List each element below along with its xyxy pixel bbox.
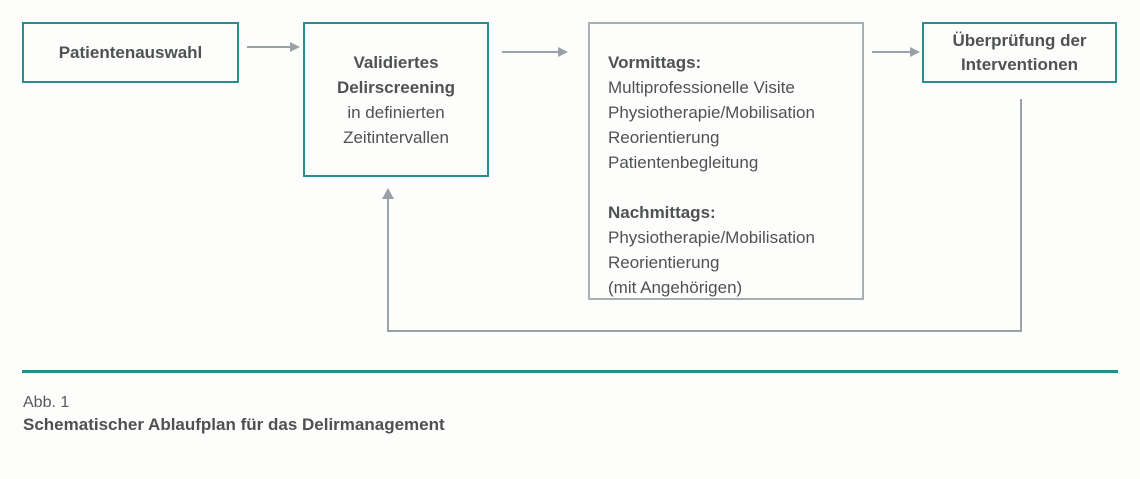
arrowhead-up-icon bbox=[382, 188, 394, 199]
list-item: (mit Angehörigen) bbox=[608, 278, 743, 297]
arrow-daily-to-review bbox=[872, 51, 911, 53]
arrowhead-right-icon bbox=[558, 47, 568, 57]
flowchart-box-daily-interventions: Vormittags: Multiprofessionelle Visite P… bbox=[588, 22, 864, 300]
feedback-arrow-segment-across bbox=[387, 330, 1022, 332]
feedback-arrow-segment-down bbox=[1020, 99, 1022, 332]
flowchart-box-delir-screening: Validiertes Delirscreening in definierte… bbox=[303, 22, 489, 177]
box-screening-line3: in definierten bbox=[347, 102, 445, 122]
feedback-arrow-segment-up bbox=[387, 198, 389, 332]
flowchart-box-patient-selection: Patientenauswahl bbox=[22, 22, 239, 83]
afternoon-list: Physiotherapie/Mobilisation Reorientieru… bbox=[608, 225, 815, 300]
list-item: Patientenbegleitung bbox=[608, 153, 759, 172]
arrow-screening-to-daily bbox=[502, 51, 559, 53]
box-patient-label: Patientenauswahl bbox=[58, 42, 203, 62]
list-item: Reorientierung bbox=[608, 253, 720, 272]
box-review-line1: Überprüfung der bbox=[952, 30, 1087, 50]
afternoon-group: Nachmittags: Physiotherapie/Mobilisation… bbox=[608, 200, 815, 300]
list-item: Physiotherapie/Mobilisation bbox=[608, 103, 815, 122]
morning-list: Multiprofessionelle Visite Physiotherapi… bbox=[608, 75, 815, 175]
arrowhead-right-icon bbox=[910, 47, 920, 57]
caption-divider bbox=[22, 370, 1118, 373]
afternoon-heading: Nachmittags: bbox=[608, 203, 716, 222]
box-screening-line4: Zeitintervallen bbox=[343, 127, 449, 147]
flowchart-box-intervention-review: Überprüfung der Interventionen bbox=[922, 22, 1117, 83]
list-item: Physiotherapie/Mobilisation bbox=[608, 228, 815, 247]
box-screening-line2: Delirscreening bbox=[336, 77, 456, 97]
morning-heading: Vormittags: bbox=[608, 53, 702, 72]
list-item: Multiprofessionelle Visite bbox=[608, 78, 795, 97]
morning-group: Vormittags: Multiprofessionelle Visite P… bbox=[608, 50, 815, 175]
figure-caption-title: Schematischer Ablaufplan für das Delirma… bbox=[23, 415, 445, 434]
arrow-patient-to-screening bbox=[247, 46, 291, 48]
figure-number-label: Abb. 1 bbox=[23, 394, 70, 411]
list-item: Reorientierung bbox=[608, 128, 720, 147]
box-review-line2: Interventionen bbox=[960, 54, 1079, 74]
box-screening-line1: Validiertes bbox=[353, 52, 439, 72]
arrowhead-right-icon bbox=[290, 42, 300, 52]
